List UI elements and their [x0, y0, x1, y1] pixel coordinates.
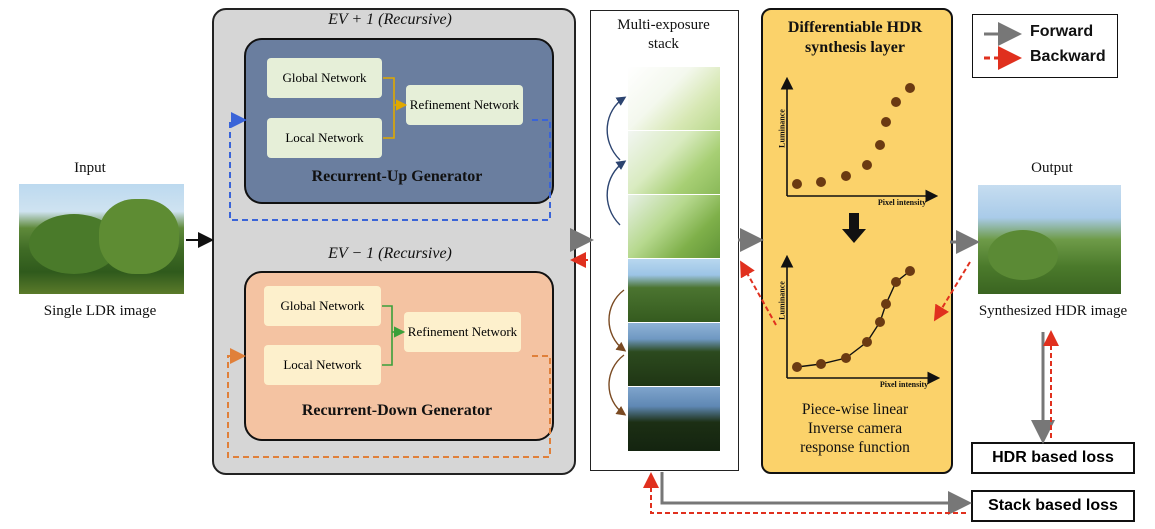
- up-generator-title: Recurrent-Up Generator: [311, 168, 483, 185]
- plot1-axes: [780, 76, 939, 203]
- legend-backward-label: Backward: [1030, 48, 1106, 65]
- plot1-xlabel: Pixel intensity: [877, 198, 927, 207]
- input-label: Input: [74, 160, 106, 176]
- down-generator-title: Recurrent-Down Generator: [301, 402, 493, 419]
- stack-up-curve-1: [606, 96, 627, 161]
- down-recursive-loop: [227, 348, 551, 458]
- hdr-loss-box: HDR based loss: [971, 442, 1135, 474]
- legend: [972, 14, 1118, 78]
- hdr-layer-description: Piece-wise linear Inverse camera respons…: [800, 401, 910, 456]
- transform-down-arrow: [842, 213, 866, 243]
- legend-forward-label: Forward: [1030, 23, 1094, 40]
- plot2-points: [792, 266, 915, 372]
- plot2-axes: [780, 254, 941, 385]
- stack-loss-backward: [643, 472, 966, 514]
- down-global-network: Global Network: [264, 286, 381, 326]
- plot2-xlabel: Pixel intensity: [879, 380, 929, 389]
- down-branch-title: EV − 1 (Recursive): [328, 245, 452, 262]
- stack-image: [627, 194, 721, 260]
- down-connectors: [382, 305, 406, 366]
- stack-image: [627, 322, 721, 388]
- input-image: [18, 183, 185, 295]
- input-caption: Single LDR image: [43, 303, 157, 319]
- up-local-network: Local Network: [267, 118, 382, 158]
- stack-down-curve-2: [608, 354, 627, 416]
- stack-down-curve-1: [608, 289, 627, 352]
- output-label: Output: [1031, 160, 1073, 176]
- hdr-layer-title: Differentiable HDR synthesis layer: [787, 19, 923, 56]
- output-image: [977, 184, 1122, 295]
- stack-image: [627, 130, 721, 196]
- stack-up-curve-2: [606, 160, 627, 226]
- up-global-network: Global Network: [267, 58, 382, 98]
- stack-image: [627, 66, 721, 132]
- stack-to-stack-loss: [660, 472, 972, 515]
- up-refinement-network: Refinement Network: [406, 85, 523, 125]
- stack-title: Multi-exposure stack: [617, 17, 710, 52]
- up-connectors: [383, 77, 408, 139]
- output-to-hdr-backward: [933, 261, 971, 322]
- down-refinement-network: Refinement Network: [404, 312, 521, 352]
- plot1-points: [792, 83, 915, 189]
- stack-loss-box: Stack based loss: [971, 490, 1135, 522]
- hdr-to-stack-backward: [740, 260, 777, 326]
- up-recursive-loop: [229, 112, 551, 221]
- output-caption: Synthesized HDR image: [978, 303, 1128, 319]
- up-branch-title: EV + 1 (Recursive): [328, 11, 452, 28]
- stack-image: [627, 386, 721, 452]
- down-local-network: Local Network: [264, 345, 381, 385]
- stack-image: [627, 258, 721, 324]
